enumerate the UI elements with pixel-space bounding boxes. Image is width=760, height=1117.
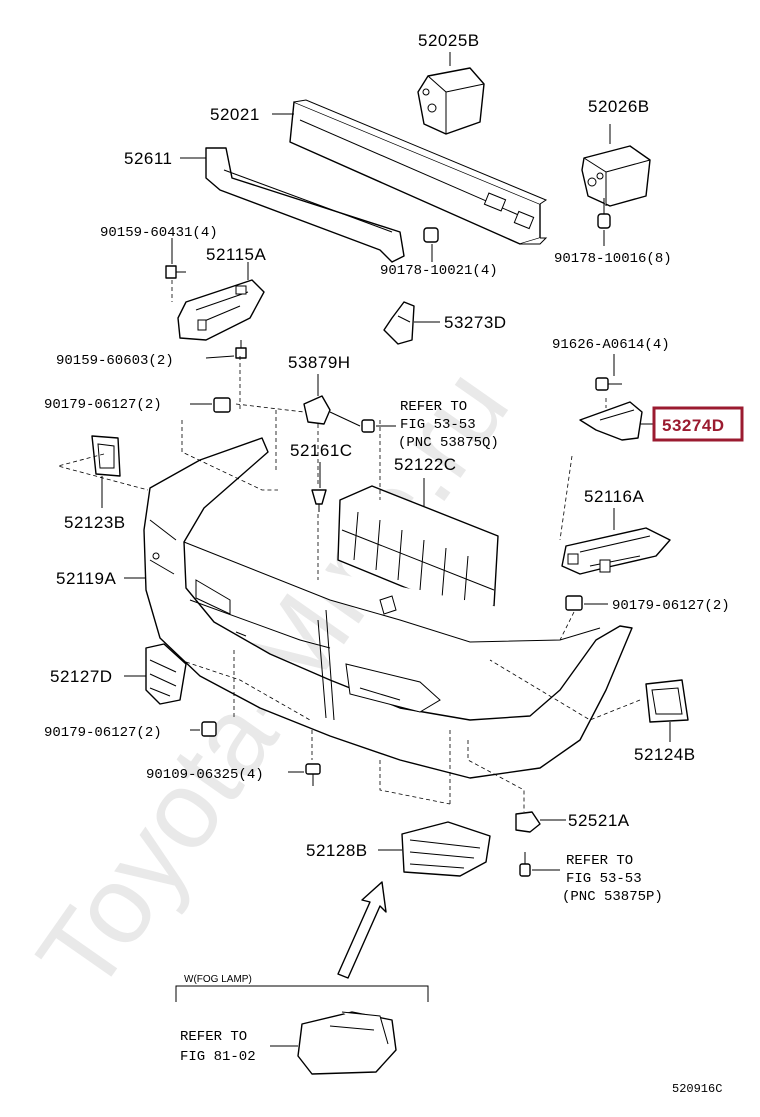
- refer-note-line: REFER TO: [180, 1029, 247, 1045]
- screw-91626-A0614[interactable]: [595, 377, 622, 391]
- label-52025B[interactable]: 52025B: [418, 31, 480, 50]
- label-53879H[interactable]: 53879H: [288, 353, 351, 372]
- diagram-code: 520916C: [672, 1082, 722, 1096]
- clip-90179-06127-bottom[interactable]: [201, 721, 217, 737]
- label-52521A[interactable]: 52521A: [568, 811, 630, 830]
- clip-90179-06127-top[interactable]: [213, 397, 231, 413]
- bolt-90178-10021[interactable]: [423, 227, 439, 243]
- bolt-90109-06325[interactable]: [305, 763, 321, 786]
- part-53273D-shape[interactable]: [383, 301, 415, 345]
- label-53274D[interactable]: 53274D: [662, 416, 725, 435]
- clip-90179-06127-right[interactable]: [565, 595, 583, 611]
- bolt-refer-53875P[interactable]: [519, 852, 531, 877]
- part-52521A-shape[interactable]: [515, 811, 541, 833]
- screw-90159-60603[interactable]: [235, 340, 247, 359]
- refer-note-53875Q: REFER TO FIG 53-53 (PNC 53875Q): [398, 399, 499, 451]
- fog-lamp-box: [175, 985, 429, 1002]
- label-90159-60603[interactable]: 90159-60603(2): [56, 353, 174, 369]
- label-90179-06127-bottom[interactable]: 90179-06127(2): [44, 725, 162, 741]
- label-90109-06325[interactable]: 90109-06325(4): [146, 767, 264, 783]
- nut-90178-10016[interactable]: [597, 213, 611, 229]
- label-52119A[interactable]: 52119A: [56, 569, 117, 588]
- refer-note-line: FIG 53-53: [566, 871, 642, 887]
- label-52021[interactable]: 52021: [210, 105, 260, 124]
- part-52025B-shape[interactable]: [417, 67, 485, 135]
- part-52021-shape[interactable]: [289, 99, 548, 245]
- refer-note-53875P: REFER TO FIG 53-53 (PNC 53875P): [562, 853, 663, 905]
- label-52115A[interactable]: 52115A: [206, 245, 267, 264]
- label-52124B[interactable]: 52124B: [634, 745, 696, 764]
- refer-note-line: (PNC 53875P): [562, 889, 663, 905]
- part-52161C-shape[interactable]: [311, 489, 327, 512]
- label-52611[interactable]: 52611: [124, 149, 173, 168]
- refer-note-line: FIG 81-02: [180, 1049, 256, 1065]
- arrow-icon: [337, 881, 387, 979]
- part-53879H-shape[interactable]: [303, 395, 331, 425]
- bolt-refer-53875Q[interactable]: [361, 419, 375, 433]
- label-90179-06127-top[interactable]: 90179-06127(2): [44, 397, 162, 413]
- label-52026B[interactable]: 52026B: [588, 97, 650, 116]
- part-52124B-shape[interactable]: [645, 679, 689, 723]
- part-52128B-shape[interactable]: [401, 821, 491, 877]
- refer-note-line: FIG 53-53: [400, 417, 476, 433]
- part-52123B-shape[interactable]: [91, 435, 121, 477]
- label-52116A[interactable]: 52116A: [584, 487, 645, 506]
- guide-lines: [56, 280, 641, 812]
- refer-note-fig-81-02: REFER TO FIG 81-02: [180, 1029, 256, 1065]
- part-53274D-shape[interactable]: [579, 401, 643, 441]
- label-90178-10021[interactable]: 90178-10021(4): [380, 263, 498, 279]
- part-52116A-shape[interactable]: [561, 527, 671, 575]
- fog-lamp-shape[interactable]: [297, 1011, 397, 1075]
- fog-lamp-box-label: W(FOG LAMP): [184, 974, 252, 985]
- label-53273D[interactable]: 53273D: [444, 313, 507, 332]
- part-52026B-shape[interactable]: [581, 145, 651, 207]
- part-52122C-shape[interactable]: [337, 485, 499, 615]
- label-52123B[interactable]: 52123B: [64, 513, 126, 532]
- part-52115A-shape[interactable]: [177, 279, 265, 341]
- part-52611-shape[interactable]: [205, 147, 405, 263]
- label-52127D[interactable]: 52127D: [50, 667, 113, 686]
- part-52127D-shape[interactable]: [145, 643, 187, 705]
- label-52161C[interactable]: 52161C: [290, 441, 353, 460]
- label-90178-10016[interactable]: 90178-10016(8): [554, 251, 672, 267]
- refer-note-line: REFER TO: [400, 399, 467, 415]
- label-90179-06127-right[interactable]: 90179-06127(2): [612, 598, 730, 614]
- part-52119A-shape[interactable]: [143, 437, 633, 779]
- part-labels: 52025B 52021 52026B 52611 90159-60431(4)…: [44, 31, 730, 860]
- label-91626-A0614[interactable]: 91626-A0614(4): [552, 337, 670, 353]
- bolt-90159-60431[interactable]: [165, 265, 186, 279]
- label-90159-60431[interactable]: 90159-60431(4): [100, 225, 218, 241]
- label-52122C[interactable]: 52122C: [394, 455, 457, 474]
- highlight-box-53274D: [652, 406, 744, 442]
- label-52128B[interactable]: 52128B: [306, 841, 368, 860]
- refer-note-line: REFER TO: [566, 853, 633, 869]
- refer-note-line: (PNC 53875Q): [398, 435, 499, 451]
